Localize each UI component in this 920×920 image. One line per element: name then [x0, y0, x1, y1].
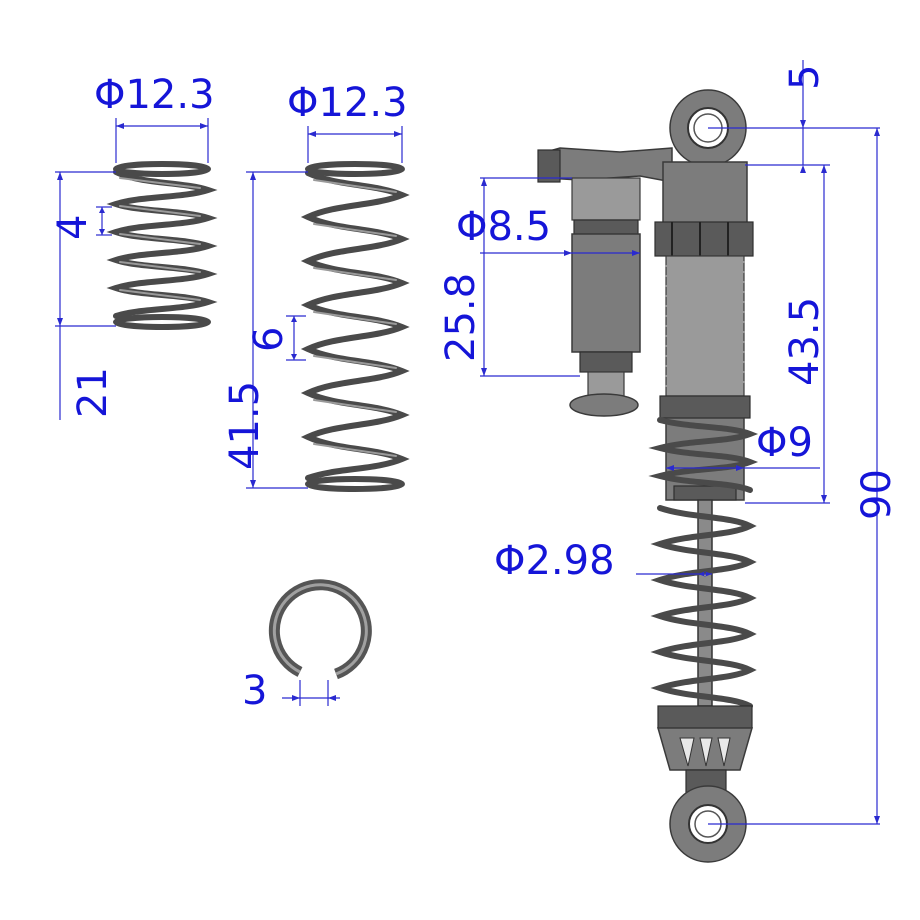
reservoir-cap — [571, 177, 641, 221]
shaft — [697, 499, 713, 707]
spring2-pitch-label: 6 — [246, 327, 292, 352]
snap-ring — [268, 579, 372, 680]
spring2-length-label: 41.5 — [222, 381, 268, 470]
large-spring — [300, 161, 410, 492]
spring1-pitch-label: 4 — [50, 215, 96, 240]
body-diameter-label: Φ9 — [756, 420, 813, 466]
clip-width-label: 3 — [242, 668, 267, 714]
spring1-diameter-label: Φ12.3 — [94, 72, 215, 118]
dimension-labels: Φ12.3 Φ12.3 4 21 6 41.5 3 Φ8.5 25.8 5 43… — [50, 65, 900, 714]
lock-ring — [659, 395, 751, 419]
dimension-lines — [55, 60, 880, 825]
reservoir-diameter-label: Φ8.5 — [456, 204, 551, 250]
shock-assembly — [537, 89, 759, 863]
small-spring — [106, 161, 218, 330]
preload-collar — [654, 221, 754, 257]
total-length-label: 90 — [854, 469, 900, 520]
spring-cup — [657, 705, 753, 729]
spring1-length-label: 21 — [70, 367, 116, 418]
reservoir-body — [571, 233, 641, 353]
spring2-diameter-label: Φ12.3 — [287, 80, 408, 126]
body-top — [662, 161, 748, 225]
top-offset-label: 5 — [782, 65, 828, 90]
reservoir-length-label: 25.8 — [438, 273, 484, 362]
shaft-diameter-label: Φ2.98 — [494, 538, 615, 584]
body-length-label: 43.5 — [782, 297, 828, 386]
